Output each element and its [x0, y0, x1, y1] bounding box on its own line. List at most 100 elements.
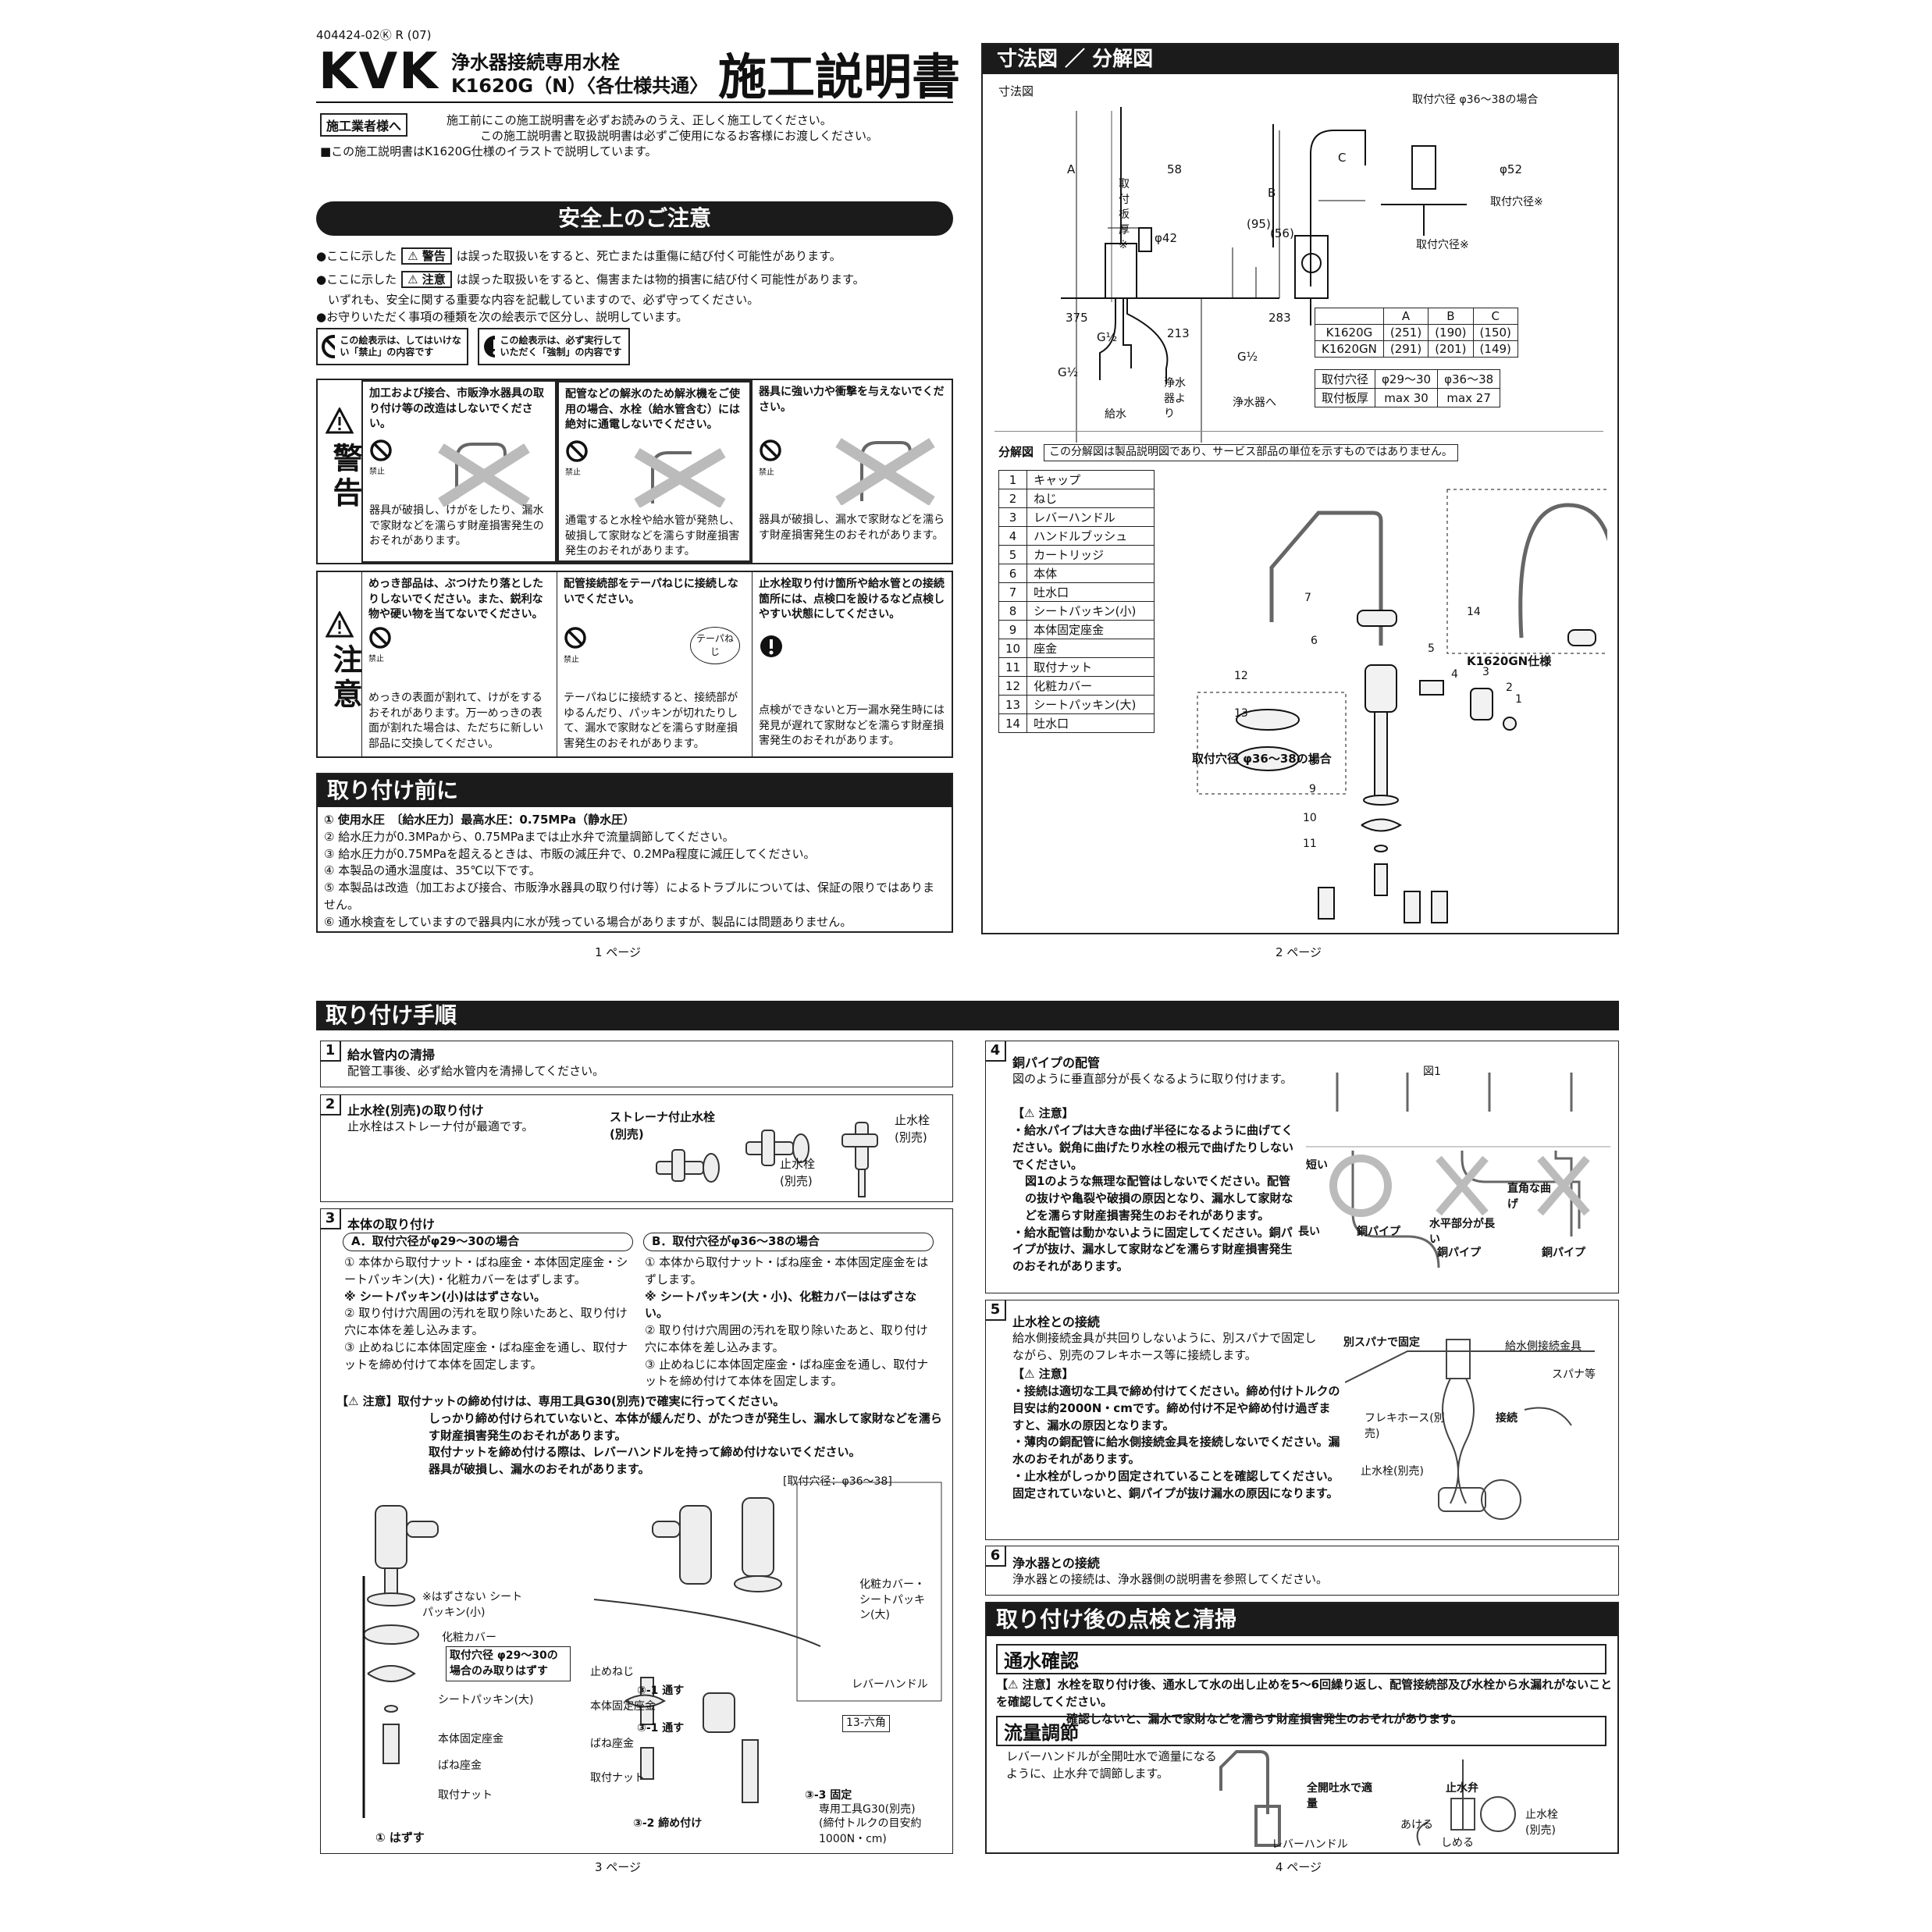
case-a-item: ② 取り付け穴周囲の汚れを取り除いたあと、取り付け穴に本体を差し込みます。	[344, 1306, 628, 1337]
pass-2-label: ③-1 通す	[637, 1722, 685, 1735]
nut-label-2: 取付ナット	[590, 1772, 645, 1784]
doc-code: 404424-02Ⓚ R (07)	[316, 28, 432, 42]
dim-58: 58	[1167, 162, 1183, 176]
before-title: 取り付け前に	[318, 774, 952, 807]
copper-label-1: 銅パイプ	[1357, 1226, 1400, 1238]
before-item: ⑤ 本製品は改造（加工および接合、市販浄水器具の取り付け等）によるトラブルについ…	[324, 881, 935, 912]
callout-13: 13	[1234, 707, 1248, 720]
case-b-item: ③ 止めねじに本体固定座金・ばね座金を通し、取付ナットを締め付けて本体を固定しま…	[645, 1357, 929, 1389]
installer-note-2: この施工説明書と取扱説明書は必ずご使用になるお客様にお渡しください。	[480, 129, 879, 143]
page-label-3: 3 ページ	[595, 1860, 642, 1874]
caution-side: 注意	[318, 572, 362, 756]
copper-label-2: 銅パイプ	[1437, 1247, 1481, 1259]
product-name-2: K1620G（N）〈各仕様共通〉	[451, 75, 709, 97]
from-purifier-label: 浄水器より	[1164, 377, 1186, 421]
case-a-item: ③ 止めねじに本体固定座金・ばね座金を通し、取付ナットを締め付けて本体を固定しま…	[344, 1340, 628, 1372]
prohibit-icon	[322, 335, 336, 358]
case-b-list: ① 本体から取付ナット・ばね座金・本体固定座金をはずします。 ※ シートパッキン…	[645, 1254, 934, 1390]
case-b-item: ① 本体から取付ナット・ばね座金・本体固定座金をはずします。	[645, 1255, 929, 1286]
water-check-text: 【⚠ 注意】水栓を取り付け後、通水して水の出し止めを5〜6回繰り返し、配管接続部…	[996, 1678, 1613, 1726]
case-b-item: ※ シートパッキン(大・小)、化粧カバーははずさない。	[645, 1289, 917, 1321]
legend-prohibit: この絵表示は、してはいけない「禁止」の内容です	[316, 328, 468, 365]
dim-42: φ42	[1155, 231, 1177, 245]
caution-cell-1: めっき部品は、ぶつけたり落としたりしないでください。また、鋭利な物や硬い物を当て…	[361, 572, 557, 756]
before-item: ① 使用水圧 〔給水圧力〕最高水圧：0.75MPa（静水圧）	[324, 813, 635, 827]
step-title: 銅パイプの配管	[1012, 1055, 1101, 1070]
flex-hose-label: フレキホース(別売)	[1364, 1412, 1445, 1440]
spring-washer-label-2: ばね座金	[590, 1738, 634, 1750]
set-screw-label: 止めねじ	[590, 1666, 634, 1678]
page-label-2: 2 ページ	[1276, 945, 1322, 959]
step-title: 止水栓(別売)の取り付け	[347, 1103, 484, 1118]
dim-A: A	[1067, 162, 1076, 176]
horizontal-label: 水平部分が長い	[1429, 1218, 1495, 1246]
prohibit-icon	[370, 439, 392, 461]
brand-logo: KVK	[318, 43, 439, 101]
open-label: あける	[1400, 1819, 1433, 1831]
torque-label: (締付トルクの目安約1000N・cm)	[819, 1817, 922, 1845]
step-title: 浄水器との接続	[1012, 1556, 1100, 1571]
spanner-label: 別スパナで固定	[1343, 1336, 1420, 1349]
valve-label-1: 止水栓(別売)	[780, 1157, 816, 1188]
prohibit-icon	[369, 627, 391, 649]
warning-label: 警告	[328, 443, 362, 511]
valve-label-2: 止水栓(別売)	[895, 1113, 930, 1144]
packing-large-label: シートパッキン(大)	[438, 1694, 534, 1706]
water-check-title: 通水確認	[996, 1644, 1606, 1674]
safety-title: 安全上のご注意	[316, 201, 953, 236]
mandatory-icon	[760, 635, 782, 657]
warning-triangle-icon	[326, 407, 354, 434]
step-number: 4	[986, 1041, 1006, 1062]
step-number: 1	[321, 1041, 341, 1062]
faucet-modify-illustration	[438, 443, 530, 507]
step-6: 6 浄水器との接続 浄水器との接続は、浄水器側の説明書を参照してください。	[985, 1546, 1619, 1596]
before-section: 取り付け前に ① 使用水圧 〔給水圧力〕最高水圧：0.75MPa（静水圧） ② …	[316, 773, 953, 933]
safety-line-1: ●ここに示した⚠ 警告は誤った取扱いをすると、死亡または重傷に結び付く可能性があ…	[316, 247, 841, 265]
prohibit-icon	[566, 440, 588, 462]
before-item: ④ 本製品の通水温度は、35℃以下です。	[324, 863, 541, 878]
installer-note-1: 施工前にこの施工説明書を必ずお読みのうえ、正しく施工してください。	[447, 113, 832, 127]
before-item: ⑥ 通水検査をしていますので器具内に水が残っている場合がありますが、製品には問題…	[324, 914, 852, 929]
short-label: 短い	[1306, 1159, 1328, 1172]
exploded-note: この分解図は製品説明図であり、サービス部品の単位を示すものではありません。	[1044, 444, 1458, 461]
product-name-1: 浄水器接続専用水栓	[451, 52, 620, 73]
only-remove-label: 取付穴径 φ29〜30の場合のみ取りはずす	[446, 1646, 571, 1682]
nut-label: 取付ナット	[438, 1789, 493, 1802]
body-install-illustration	[362, 1482, 942, 1818]
before-item: ③ 給水圧力が0.75MPaを超えるときは、市販の減圧弁で、0.2MPa程度に減…	[324, 846, 816, 861]
dimension-drawing	[1061, 107, 1467, 443]
copper-label-3: 銅パイプ	[1542, 1247, 1585, 1259]
legend-mandatory: この絵表示は、必ず実行していただく「強制」の内容です	[478, 328, 630, 365]
case-a-item: ① 本体から取付ナット・ばね座金・本体固定座金・シートパッキン(大)・化粧カバー…	[344, 1255, 628, 1286]
callout-6: 6	[1311, 635, 1318, 647]
thaw-machine-illustration	[634, 447, 726, 507]
caution-cell-3: 止水栓取り付け箇所や給水管との接続箇所には、点検口を設けるなど点検しやすい状態に…	[752, 572, 952, 756]
dimension-page: 寸法図 ／ 分解図 寸法図	[981, 43, 1619, 934]
valve-connect-illustration	[1345, 1339, 1595, 1520]
remove-label: ① はずす	[375, 1831, 425, 1845]
exploded-sub: 分解図	[998, 445, 1034, 459]
strainer-valve-label: ストレーナ付止水栓(別売)	[610, 1110, 716, 1141]
fix-washer-label-2: 本体固定座金	[590, 1700, 656, 1713]
callout-3: 3	[1482, 666, 1489, 678]
exploded-drawing	[1197, 489, 1607, 923]
gn-label: K1620GN仕様	[1467, 654, 1552, 668]
step-text: 給水側接続金具が共回りしないように、別スパナで固定しながら、別売のフレキホース等…	[1012, 1331, 1317, 1362]
step-text: 浄水器との接続は、浄水器側の説明書を参照してください。	[1012, 1572, 1328, 1586]
case-b-item: ② 取り付け穴周囲の汚れを取り除いたあと、取り付け穴に本体を差し込みます。	[645, 1323, 928, 1354]
plate-thickness-label: 取付板厚※	[1119, 178, 1130, 252]
before-list: ① 使用水圧 〔給水圧力〕最高水圧：0.75MPa（静水圧） ② 給水圧力が0.…	[324, 812, 941, 930]
fix-washer-label: 本体固定座金	[438, 1733, 503, 1745]
warning-cell-3: 器具に強い力や衝撃を与えないでください。 禁止 器具が破損し、漏水で家財などを濡…	[752, 380, 952, 563]
tighten-label: ③-2 締め付け	[633, 1817, 703, 1830]
warning-table: 警告 加工および接合、市販浄水器具の取り付け等の改造はしないでください。 禁止 …	[316, 379, 953, 564]
